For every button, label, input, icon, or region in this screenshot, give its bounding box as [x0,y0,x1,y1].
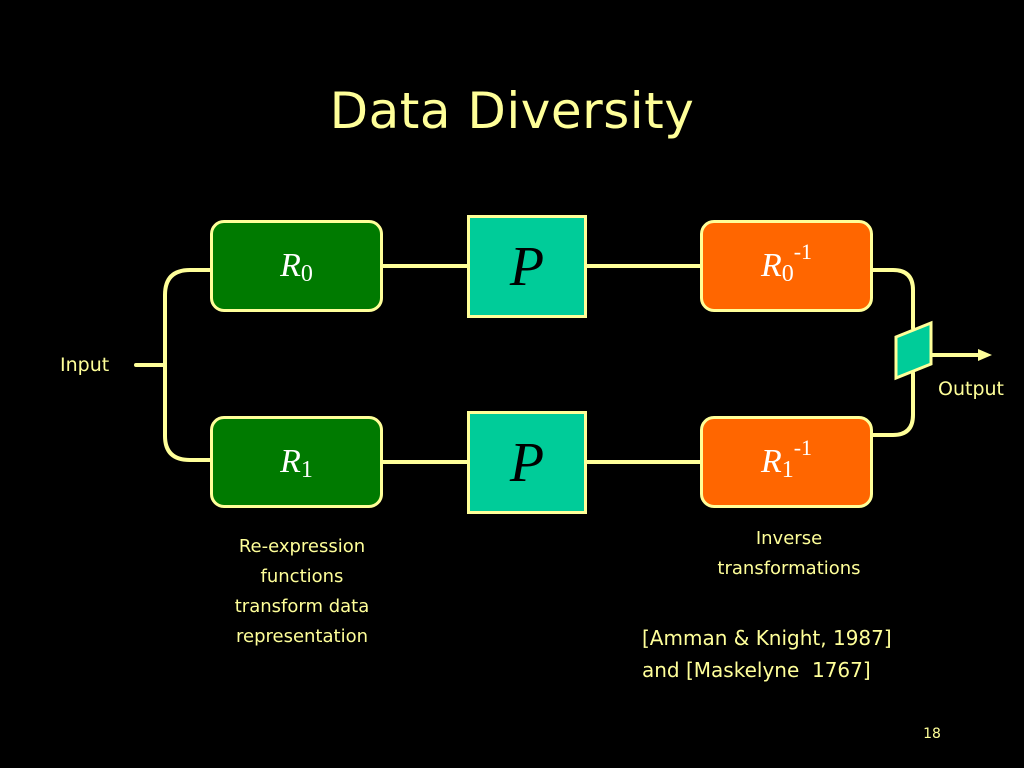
node-r1-inverse-subscript: 1 [781,456,794,483]
node-p-bottom-symbol: P [509,431,545,494]
citation-line: [Amman & Knight, 1987] [642,626,892,650]
node-p-bottom: P [467,411,587,514]
node-r0-inverse-symbol: R [760,247,782,284]
node-r0-inverse-superscript: -1 [793,239,813,264]
reexpression-caption-line: representation [235,626,368,647]
inverse-caption-line: transformations [717,558,861,579]
output-label: Output [938,378,1004,400]
slide-title: Data Diversity [329,82,695,140]
reexpression-caption-line: functions [260,566,344,587]
node-r1-subscript: 1 [300,456,313,483]
node-p-top: P [467,215,587,318]
slide-number: 18 [923,726,941,742]
node-r0-subscript: 0 [300,260,313,287]
merge-bus-bottom [871,371,915,437]
inverse-caption: Inverse transformations [690,524,888,584]
reexpression-caption-line: Re-expression [238,536,366,557]
node-r1-inverse-superscript: -1 [793,435,813,460]
input-label: Input [60,354,110,376]
node-r0-inverse-subscript: 0 [781,260,794,287]
node-r1-inverse-symbol: R [760,443,782,480]
reexpression-caption: Re-expression functions transform data r… [202,532,402,652]
node-r0-symbol: R [280,247,301,284]
citation-line: and [Maskelyne 1767] [642,658,871,682]
node-r1-symbol: R [280,443,301,480]
arrow-right-icon [978,349,992,361]
merge-bus-top [871,268,915,330]
split-bus [163,268,212,462]
citation: [Amman & Knight, 1987] and [Maskelyne 17… [642,622,892,686]
inverse-caption-line: Inverse [755,528,823,549]
trapezoid-voter-icon [894,320,933,381]
node-p-top-symbol: P [509,235,545,298]
reexpression-caption-line: transform data [234,596,370,617]
